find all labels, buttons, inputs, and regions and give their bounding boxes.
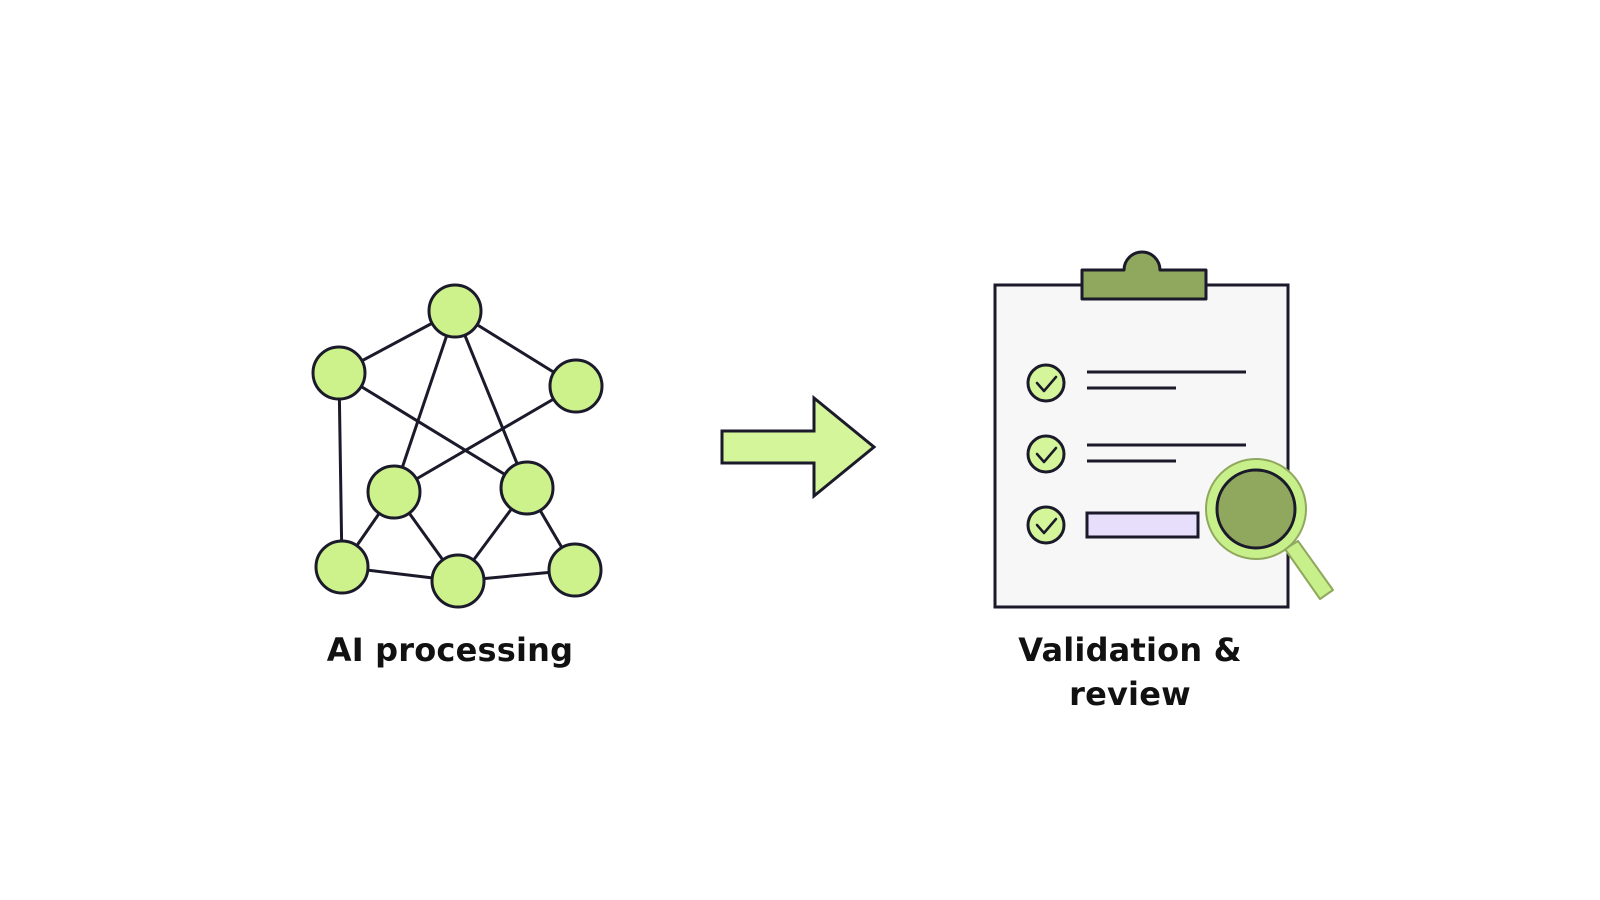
- magnifier-handle: [1284, 540, 1334, 600]
- check-circle-icon: [1026, 434, 1066, 474]
- checkmark-icon: [1035, 517, 1058, 535]
- check-circle-icon: [1026, 505, 1066, 545]
- check-circle-icon: [1026, 363, 1066, 403]
- network-node: [311, 345, 367, 401]
- step-label-validation-review: Validation & review: [1018, 631, 1242, 713]
- clipboard-checklist-magnifier-icon: [993, 250, 1334, 609]
- checklist-rows: [1026, 363, 1246, 545]
- network-node: [548, 358, 604, 414]
- network-edges: [337, 309, 577, 583]
- magnifier-glass: [1215, 468, 1297, 550]
- network-edge: [453, 310, 529, 489]
- magnifier-icon: [1205, 458, 1334, 600]
- network-node: [366, 464, 422, 520]
- network-edge: [337, 372, 344, 568]
- network-edge: [338, 371, 528, 490]
- right-arrow-icon: [720, 394, 877, 500]
- network-node: [547, 542, 603, 598]
- network-edge: [393, 384, 577, 494]
- network-nodes: [311, 283, 604, 609]
- network-node: [499, 460, 555, 516]
- network-node: [314, 539, 370, 595]
- neural-network-icon: [311, 283, 604, 609]
- network-edge: [392, 310, 457, 493]
- checkmark-icon: [1035, 375, 1058, 393]
- network-node: [430, 553, 486, 609]
- step-label-ai-processing: AI processing: [326, 631, 574, 669]
- highlight-bar: [1085, 511, 1200, 539]
- clipboard-clip: [1080, 250, 1208, 301]
- checkmark-icon: [1035, 446, 1058, 464]
- network-node: [427, 283, 483, 339]
